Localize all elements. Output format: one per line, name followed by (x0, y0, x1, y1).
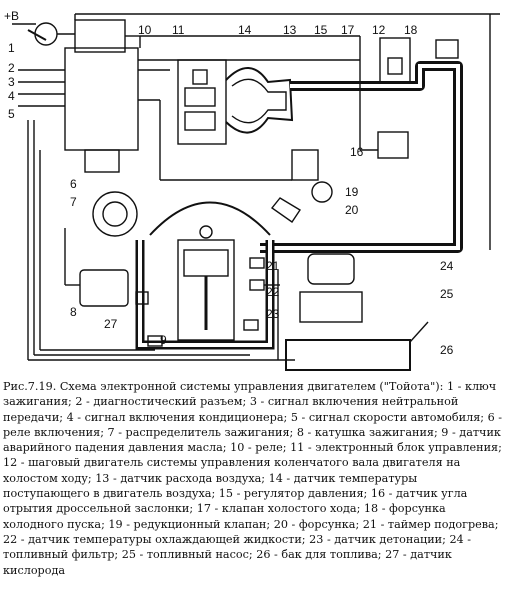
piston (183, 249, 229, 277)
fuel-pump (299, 291, 363, 323)
caption-title: Рис.7.19. Схема электронной системы упра… (3, 380, 444, 393)
callout-22: 22 (266, 285, 280, 299)
callout-20: 20 (345, 203, 359, 217)
legend-item: 26 - бак для топлива; (256, 548, 382, 562)
legend-item: 3 - сигнал включения нейтральной передач… (3, 395, 459, 424)
legend-item: 10 - реле; (230, 441, 287, 455)
intake-duct (225, 67, 294, 134)
fuel-filter (307, 253, 355, 285)
legend-item: 20 - форсунка; (273, 517, 360, 531)
cold-start-injector (435, 39, 459, 59)
legend-item: 8 - катушка зажигания; (296, 425, 438, 439)
legend-item: 11 - электронный блок управления; (290, 441, 502, 455)
cylinder (177, 239, 235, 341)
callout-15: 15 (314, 23, 328, 37)
legend-item: 22 - датчик температуры охлаждающей жидк… (3, 532, 306, 546)
legend-item: 23 - датчик детонации; (309, 532, 446, 546)
callout-19: 19 (345, 185, 359, 199)
legend-item: 7 - распределитель зажигания; (107, 425, 294, 439)
callout-17: 17 (341, 23, 355, 37)
callout-27: 27 (104, 317, 118, 331)
callout-6: 6 (70, 177, 77, 191)
input-signal-lines (18, 69, 65, 107)
injector (270, 197, 301, 223)
knock-sensor (243, 319, 259, 331)
power-label: +B (4, 9, 19, 23)
oil-pressure-sensor (147, 335, 163, 347)
callout-14: 14 (238, 23, 252, 37)
legend-item: 1 - ключ зажигания; (3, 380, 497, 409)
figure-caption: Рис.7.19. Схема электронной системы упра… (3, 379, 503, 578)
callout-4: 4 (8, 89, 15, 103)
ignition-key-symbol (34, 22, 58, 46)
callout-1: 1 (8, 41, 15, 55)
legend-item: 4 - сигнал включения кондиционера; (66, 410, 288, 424)
legend-item: 5 - сигнал скорости автомобиля; (290, 410, 485, 424)
caption-legend: 1 - ключ зажигания; 2 - диагностический … (3, 380, 502, 577)
distributor (92, 191, 138, 237)
legend-item: 17 - клапан холостого хода; (196, 502, 361, 516)
engine-control-diagram: +B 1 2 3 4 5 6 7 8 9 10 11 12 13 14 15 1… (4, 9, 500, 371)
callout-9: 9 (160, 333, 167, 347)
legend-item: 19 - редукционный клапан; (108, 517, 271, 531)
callout-24: 24 (440, 259, 454, 273)
engine-head (149, 201, 271, 236)
callout-12: 12 (372, 23, 386, 37)
callout-2: 2 (8, 61, 15, 75)
legend-item: 13 - датчик расхода воздуха; (95, 471, 266, 485)
coolant-temp-sensor (249, 279, 265, 291)
pressure-regulator (291, 149, 319, 181)
wiring-harness (27, 14, 491, 361)
legend-item: 6 - реле включения; (3, 410, 503, 439)
callout-10: 10 (138, 23, 152, 37)
legend-item: 15 - регулятор давления; (218, 487, 368, 501)
legend-item: 25 - топливный насос; (121, 548, 253, 562)
reduction-valve (311, 181, 333, 203)
legend-item: 14 - датчик температуры поступающего в д… (3, 471, 418, 501)
ignition-coil (79, 269, 129, 307)
callout-21: 21 (266, 259, 280, 273)
idle-stepper (379, 37, 411, 87)
warmup-timer (249, 257, 265, 269)
callout-5: 5 (8, 107, 15, 121)
legend-item: 12 - шаговый двигатель системы управлени… (3, 456, 461, 485)
legend-item: 27 - датчик кислорода (3, 548, 452, 577)
callout-13: 13 (283, 23, 297, 37)
callout-11: 11 (172, 23, 185, 37)
callout-16: 16 (350, 145, 364, 159)
legend-item: 18 - форсунка холодного пуска; (3, 502, 446, 531)
callout-7: 7 (70, 195, 77, 209)
legend-item: 9 - датчик аварийного падения давления м… (3, 425, 501, 455)
callout-26: 26 (440, 343, 454, 357)
legend-item: 21 - таймер подогрева; (362, 517, 499, 531)
relay-6-box (84, 149, 120, 173)
callout-8: 8 (70, 305, 77, 319)
legend-item: 2 - диагностический разъем; (75, 395, 247, 409)
legend-item: 16 - датчик угла отрытия дроссельной зас… (3, 487, 468, 516)
callout-23: 23 (266, 307, 280, 321)
fuel-tank (285, 339, 411, 371)
oxygen-sensor (135, 291, 149, 305)
legend-item: 24 - топливный фильтр; (3, 532, 472, 562)
callout-3: 3 (8, 75, 15, 89)
callout-18: 18 (404, 23, 418, 37)
relay-box (74, 19, 126, 53)
throttle-sensor (377, 131, 409, 159)
callout-25: 25 (440, 287, 454, 301)
callout-numbers: 1 2 3 4 5 6 7 8 9 10 11 12 13 14 15 16 1… (8, 23, 454, 357)
ecu-box (64, 47, 139, 151)
